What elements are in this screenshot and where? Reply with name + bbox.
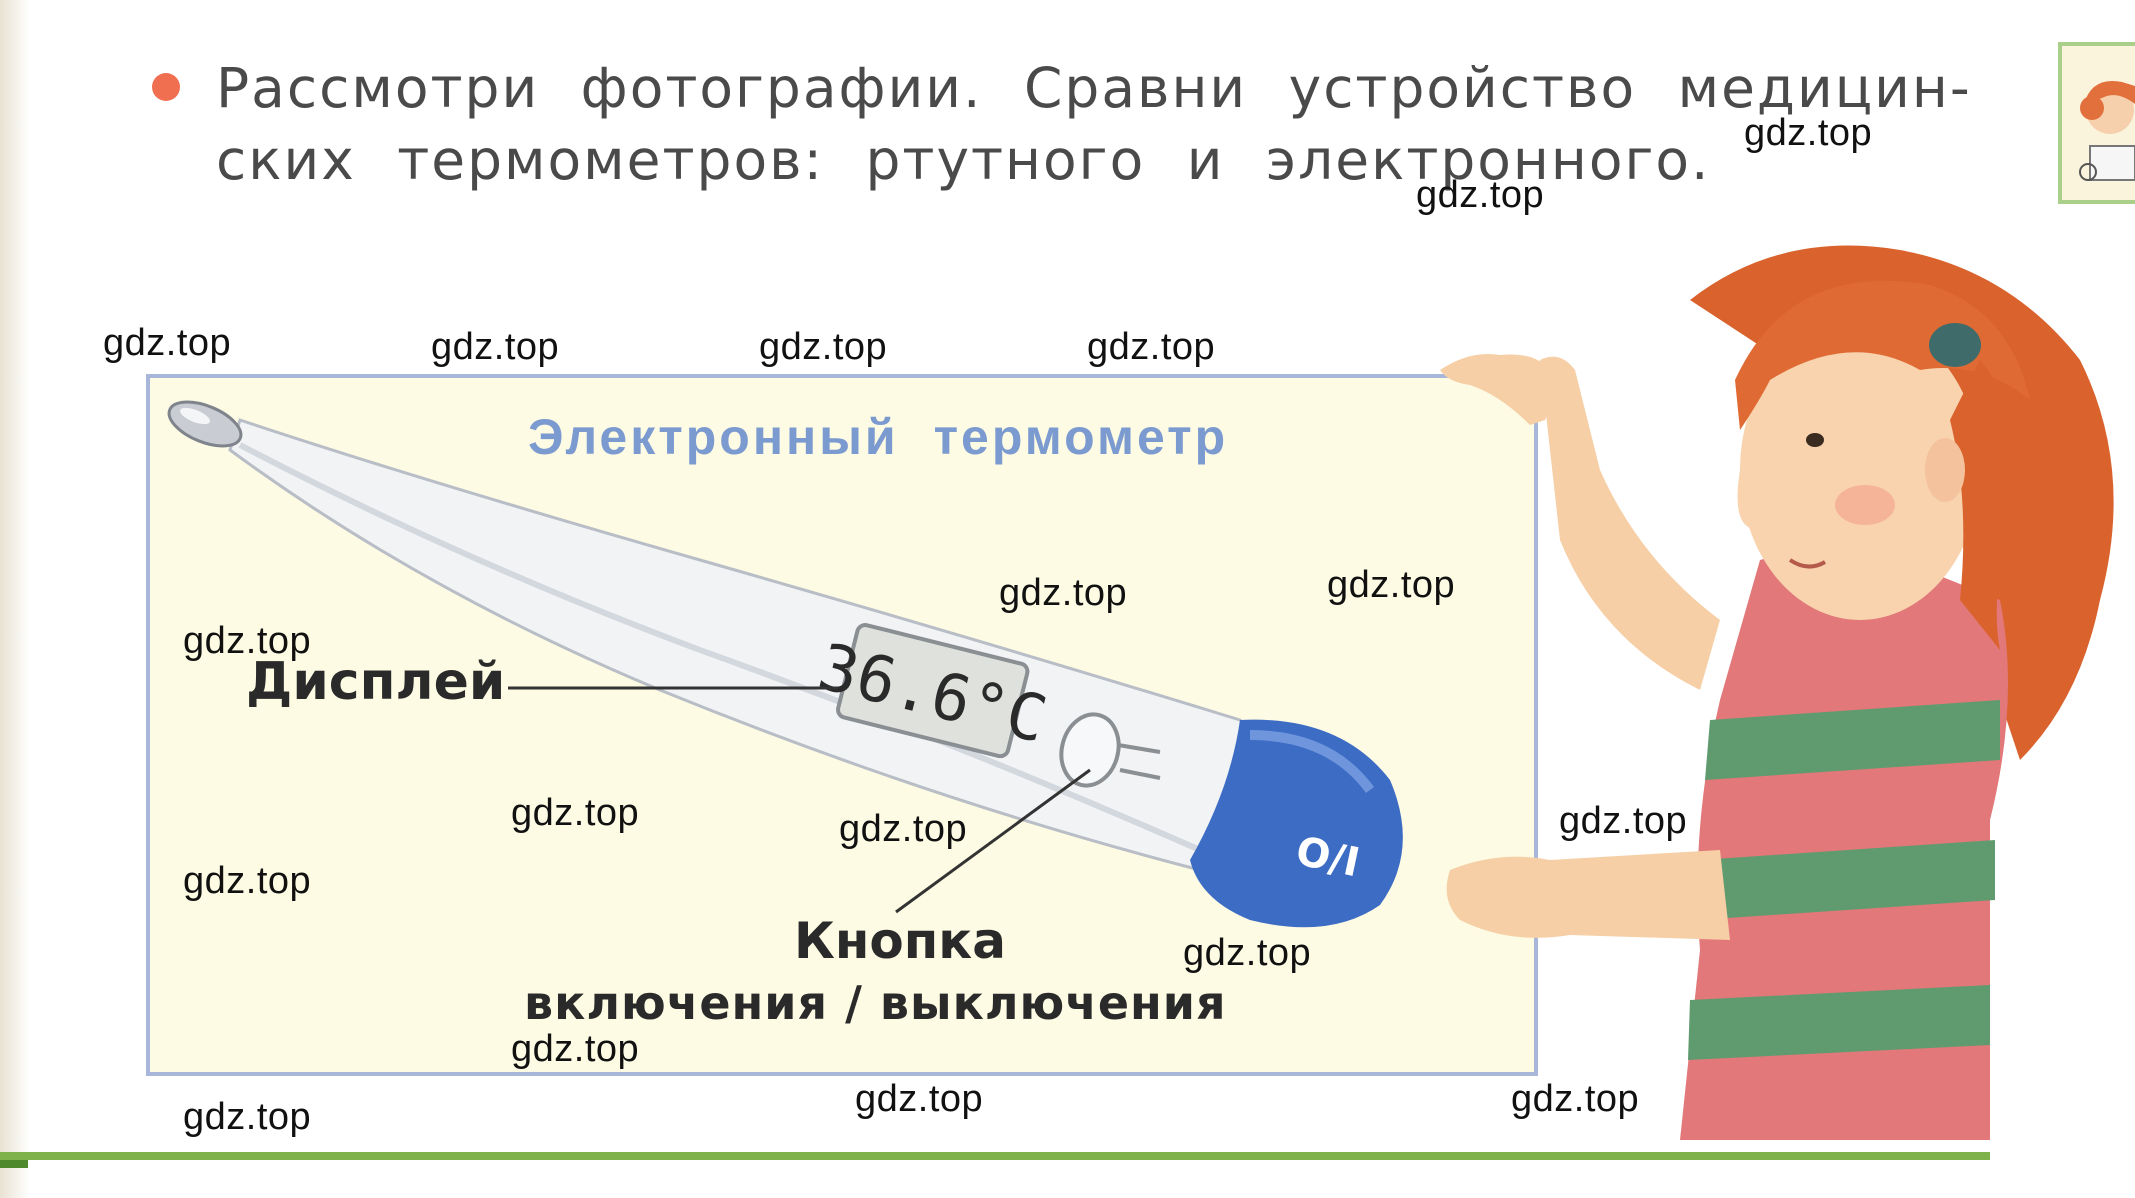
instruction-line-1: Рассмотри фотографии. Сравни устройство …	[216, 56, 1972, 120]
watermark: gdz.top	[999, 572, 1128, 614]
reading-girl-icon	[2058, 42, 2135, 204]
watermark: gdz.top	[103, 322, 232, 364]
watermark: gdz.top	[1511, 1078, 1640, 1120]
watermark: gdz.top	[855, 1078, 984, 1120]
page-bottom-rule-accent	[0, 1160, 28, 1168]
watermark: gdz.top	[183, 620, 312, 662]
girl-illustration	[1440, 245, 2114, 1140]
watermark: gdz.top	[511, 792, 640, 834]
reading-girl-illustration	[2079, 80, 2135, 181]
watermark: gdz.top	[1183, 932, 1312, 974]
watermark: gdz.top	[839, 808, 968, 850]
watermark: gdz.top	[1559, 800, 1688, 842]
watermark: gdz.top	[183, 860, 312, 902]
display-label: Дисплей	[246, 652, 506, 712]
watermark: gdz.top	[1744, 112, 1873, 154]
button-label-line-1: Кнопка	[794, 912, 1006, 970]
page-bottom-rule	[0, 1152, 1990, 1160]
watermark: gdz.top	[759, 326, 888, 368]
watermark: gdz.top	[1327, 564, 1456, 606]
task-instruction: Рассмотри фотографии. Сравни устройство …	[216, 52, 1972, 196]
watermark: gdz.top	[431, 326, 560, 368]
bullet-marker	[152, 73, 180, 101]
page-binding-edge	[0, 0, 30, 1198]
watermark: gdz.top	[511, 1028, 640, 1070]
watermark: gdz.top	[183, 1096, 312, 1138]
watermark: gdz.top	[1087, 326, 1216, 368]
electronic-thermometer: 36.6°C O/I	[167, 400, 1403, 928]
power-button-graphic	[1059, 712, 1121, 788]
instruction-line-2: ских термометров: ртутного и электронног…	[216, 128, 1711, 192]
button-leader-line	[895, 768, 1091, 914]
watermark: gdz.top	[1416, 174, 1545, 216]
button-label-line-2: включения / выключения	[524, 976, 1227, 1030]
figure-title: Электронный термометр	[528, 409, 1229, 465]
